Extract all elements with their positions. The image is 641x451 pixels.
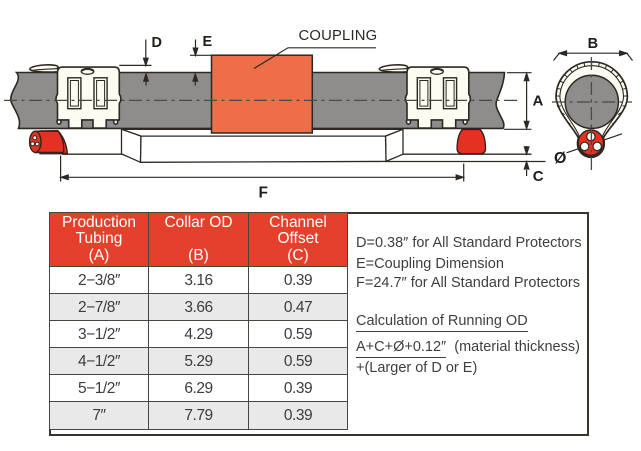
svg-text:A: A [533,93,544,110]
svg-text:COUPLING: COUPLING [299,28,378,44]
svg-text:F: F [259,185,268,202]
svg-text:C: C [533,168,544,185]
svg-text:D: D [152,35,162,51]
svg-text:Ø: Ø [554,150,566,167]
svg-text:B: B [588,36,598,52]
svg-text:E: E [203,34,213,50]
